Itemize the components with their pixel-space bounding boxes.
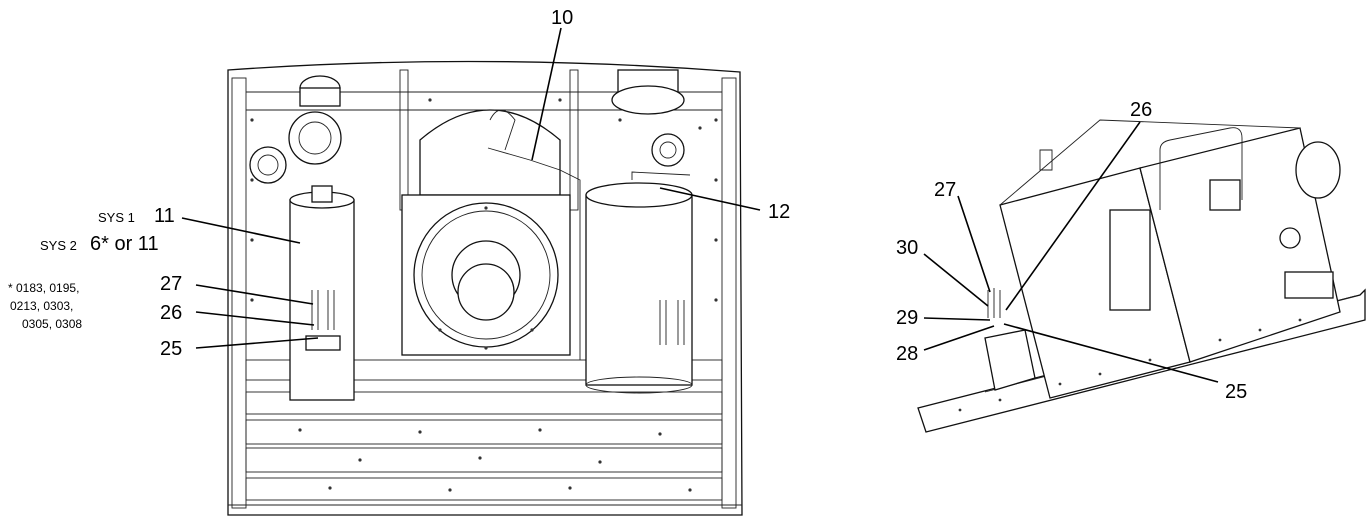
callout-28: 28 (896, 343, 918, 365)
left-unit-drawing (227, 60, 743, 516)
callout-10: 10 (551, 7, 573, 29)
front-flange (288, 111, 342, 165)
callout-26-right: 26 (1130, 99, 1152, 121)
callout-27-left: 27 (160, 273, 182, 295)
rivets (250, 98, 718, 492)
sys2-value: 6* or 11 (90, 233, 159, 255)
right-leader-lines (923, 121, 1219, 383)
callout-29: 29 (896, 307, 918, 329)
sys2-label: SYS 2 (40, 238, 77, 253)
right-detail-drawing (917, 119, 1366, 433)
callout-25-right: 25 (1225, 381, 1247, 403)
left-leader-lines (181, 27, 761, 349)
callout-11-sys1: 11 (154, 205, 175, 227)
left-vessel (289, 185, 355, 401)
footnote-line-2: 0213, 0303, (10, 299, 73, 313)
callout-27-right: 27 (934, 179, 956, 201)
footnote-line-1: * 0183, 0195, (8, 281, 79, 295)
callout-25-left: 25 (160, 338, 182, 360)
callout-26-left: 26 (160, 302, 182, 324)
footnote-line-3: 0305, 0308 (22, 317, 82, 331)
callout-12: 12 (768, 201, 790, 223)
callout-30: 30 (896, 237, 918, 259)
right-vessel (585, 182, 693, 394)
sys1-label: SYS 1 (98, 210, 135, 225)
